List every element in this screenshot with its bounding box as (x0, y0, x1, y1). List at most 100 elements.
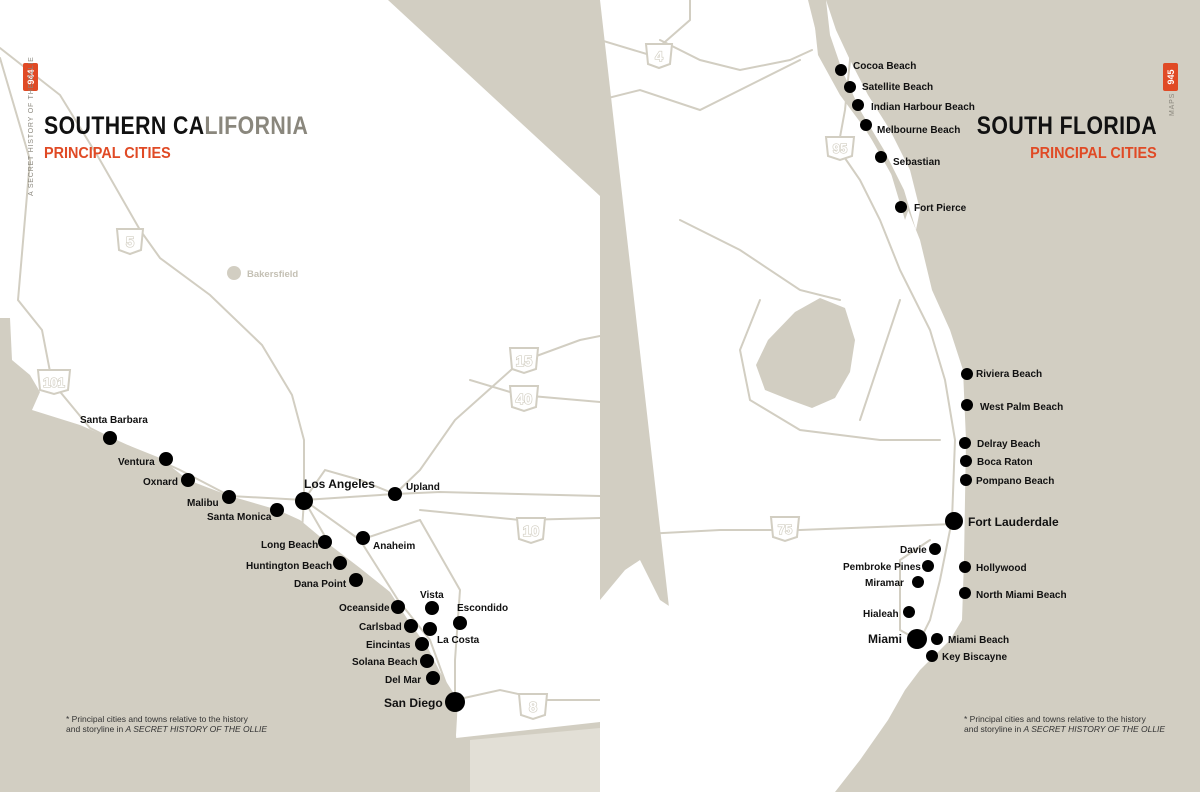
city-label: Cocoa Beach (853, 61, 916, 72)
title-part-dark: SOUTHERN CA (44, 112, 205, 140)
highway-shield-40: 40 (508, 385, 540, 413)
city-label: Los Angeles (304, 477, 375, 491)
city-davie: Davie (900, 543, 941, 556)
city-fort-pierce: Fort Pierce (895, 201, 967, 214)
city-label: Carlsbad (359, 622, 402, 633)
highway-shield-40-label: 40 (516, 391, 533, 408)
city-label: Solana Beach (352, 657, 418, 668)
city-sebastian: Sebastian (875, 151, 940, 168)
highway-shield-4: 4 (644, 43, 674, 70)
page-number: 945 (1165, 69, 1176, 85)
city-label: Indian Harbour Beach (871, 102, 975, 113)
footnote-book-title: A SECRET HISTORY OF THE OLLIE (125, 724, 268, 734)
highway-shield-95-label: 95 (833, 141, 847, 156)
city-label: Escondido (457, 603, 508, 614)
city-la-costa: La Costa (423, 622, 480, 646)
highway-shield-8-label: 8 (529, 699, 537, 716)
city-label: Anaheim (373, 541, 415, 552)
city-hialeah: Hialeah (863, 606, 915, 620)
city-label: San Diego (384, 696, 443, 710)
highway-shield-5: 5 (115, 228, 145, 256)
city-label: Oceanside (339, 603, 390, 614)
city-label: Pompano Beach (976, 476, 1054, 487)
city-label: Davie (900, 545, 927, 556)
florida-map: 4 95 75 (600, 0, 1200, 792)
highway-shield-15-label: 15 (516, 353, 533, 370)
city-label: Hollywood (976, 563, 1027, 574)
city-miami: Miami (868, 629, 927, 649)
footnote-line-2: and storyline in A SECRET HISTORY OF THE… (66, 724, 267, 734)
city-indian-harbour-beach: Indian Harbour Beach (852, 99, 975, 113)
city-fort-lauderdale: Fort Lauderdale (945, 512, 1059, 530)
city-label: Vista (420, 590, 444, 601)
city-miami-beach: Miami Beach (931, 633, 1009, 646)
city-miramar: Miramar (865, 576, 924, 589)
footnote: * Principal cities and towns relative to… (964, 714, 1165, 734)
city-santa-monica: Santa Monica (207, 503, 284, 523)
city-label: La Costa (437, 635, 480, 646)
city-label: Eincintas (366, 640, 411, 651)
highway-shield-95: 95 (824, 136, 856, 162)
city-label: West Palm Beach (980, 402, 1063, 413)
footnote-prefix: and storyline in (66, 724, 126, 734)
city-hollywood: Hollywood (959, 561, 1027, 574)
city-label: Sebastian (893, 157, 940, 168)
footnote-prefix: and storyline in (964, 724, 1024, 734)
page-number-tab: 944 (23, 63, 38, 91)
city-label: Malibu (187, 498, 219, 509)
city-escondido: Escondido (453, 603, 508, 630)
highway-shield-75-label: 75 (778, 522, 792, 537)
city-label: Ventura (118, 457, 155, 468)
city-label: Del Mar (385, 675, 421, 686)
bakersfield-marker (227, 266, 241, 280)
city-pompano-beach: Pompano Beach (960, 474, 1054, 487)
city-label: Riviera Beach (976, 369, 1042, 380)
highway-shield-15: 15 (508, 347, 540, 375)
city-dana-point: Dana Point (294, 573, 363, 590)
city-ventura: Ventura (118, 452, 173, 468)
florida-cities: Cocoa Beach Satellite Beach Indian Harbo… (835, 61, 1067, 663)
page-subtitle: PRINCIPAL CITIES (44, 145, 171, 162)
california-cities: Santa Barbara Ventura Oxnard Malibu Sant… (80, 415, 508, 712)
city-label: Pembroke Pines (843, 562, 921, 573)
highway-shield-8: 8 (517, 693, 549, 721)
city-label: Miami (868, 632, 902, 646)
city-label: Fort Lauderdale (968, 515, 1059, 529)
city-melbourne-beach: Melbourne Beach (860, 119, 960, 136)
city-label: Delray Beach (977, 439, 1040, 450)
title-part-dark: SOUTH FLORIDA (976, 112, 1157, 140)
title-part-light: LIFORNIA (204, 112, 309, 140)
city-label: Satellite Beach (862, 82, 933, 93)
city-boca-raton: Boca Raton (960, 455, 1033, 468)
highway-shield-10-label: 10 (523, 523, 540, 540)
highway-shield-10: 10 (515, 517, 547, 545)
city-carlsbad: Carlsbad (359, 619, 418, 633)
city-label: Oxnard (143, 477, 178, 488)
city-eincintas: Eincintas (366, 637, 429, 651)
city-label: Fort Pierce (914, 203, 967, 214)
city-label: Huntington Beach (246, 561, 332, 572)
footnote-book-title: A SECRET HISTORY OF THE OLLIE (1023, 724, 1166, 734)
city-label: Miramar (865, 578, 904, 589)
nevada-region (388, 0, 600, 196)
running-head: MAPS (1169, 92, 1176, 116)
city-key-biscayne: Key Biscayne (926, 650, 1007, 663)
city-label: North Miami Beach (976, 590, 1067, 601)
highway-shield-75: 75 (769, 516, 801, 543)
running-head: A SECRET HISTORY OF THE OLLIE (28, 56, 35, 196)
page-title: SOUTHERN CALIFORNIA (44, 112, 308, 141)
footnote-line-1: * Principal cities and towns relative to… (964, 714, 1146, 724)
city-oceanside: Oceanside (339, 600, 405, 614)
footnote-line-1: * Principal cities and towns relative to… (66, 714, 248, 724)
city-satellite-beach: Satellite Beach (844, 81, 933, 93)
city-cocoa-beach: Cocoa Beach (835, 61, 916, 76)
page-subtitle: PRINCIPAL CITIES (1030, 145, 1157, 162)
city-label: Hialeah (863, 609, 899, 620)
city-label: Key Biscayne (942, 652, 1007, 663)
lake-okeechobee (756, 298, 855, 408)
city-label: Long Beach (261, 540, 318, 551)
bakersfield-label: Bakersfield (247, 269, 298, 280)
highway-shield-101: 101 (36, 369, 72, 396)
city-label: Boca Raton (977, 457, 1033, 468)
